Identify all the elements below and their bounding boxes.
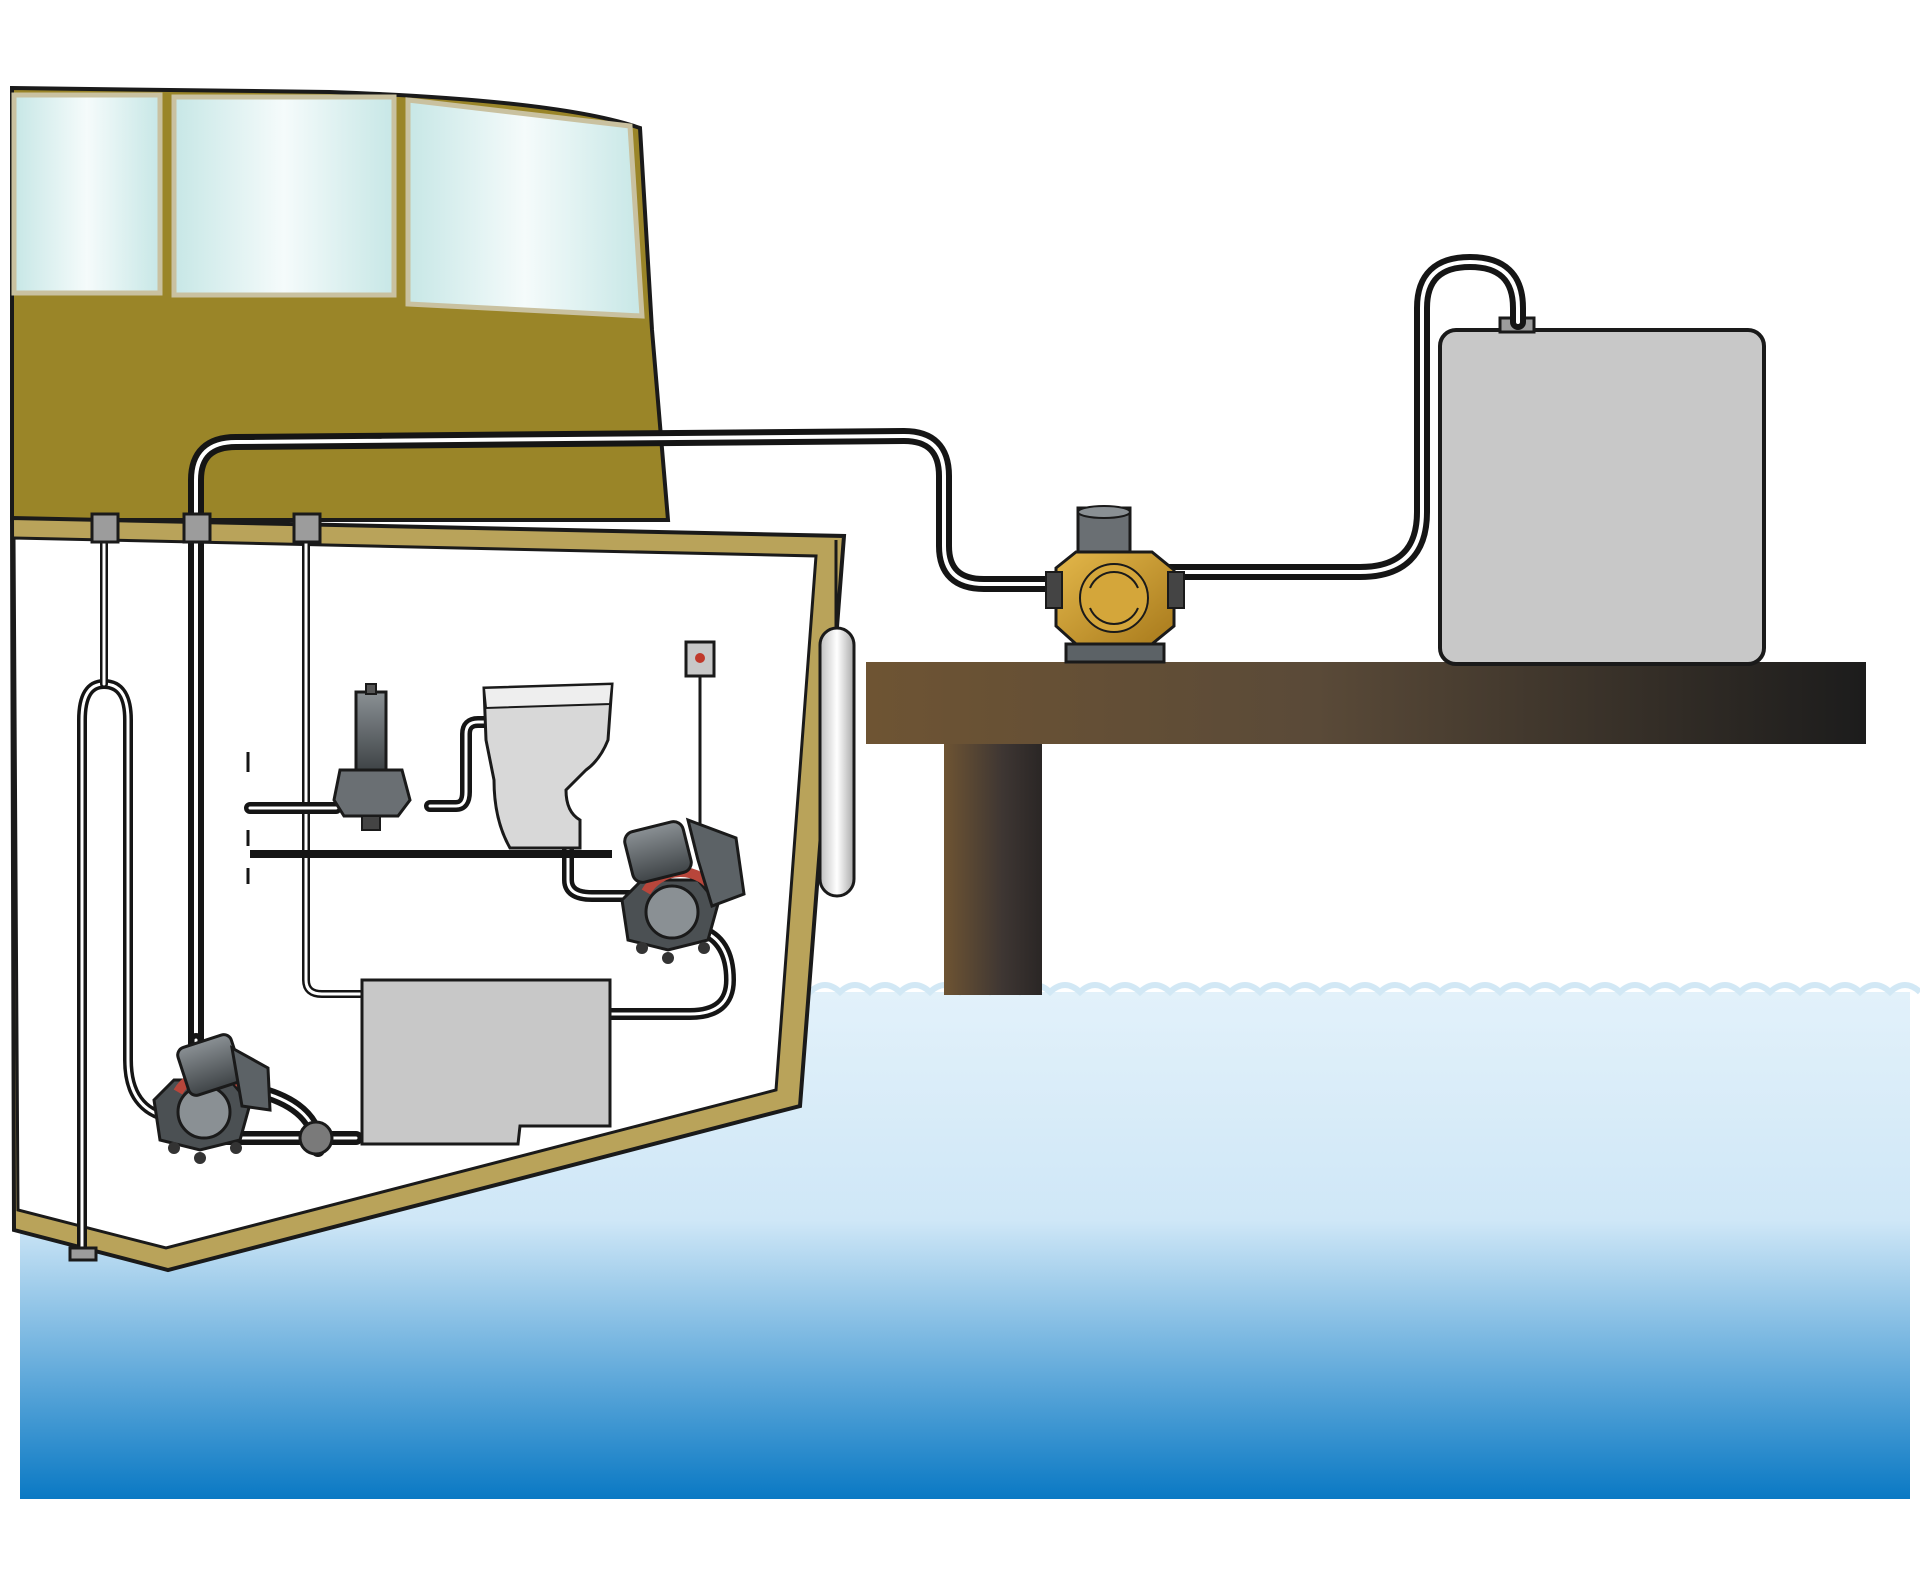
- shelf: [246, 752, 612, 884]
- fender-body: [818, 626, 856, 898]
- y-valve: [298, 1120, 334, 1156]
- power-icon: [684, 640, 716, 830]
- cabin-window-3: [405, 97, 645, 319]
- hose-vent-line: [302, 526, 364, 998]
- gear-icon: [620, 817, 746, 964]
- hose-boat-to-deck-pump: [188, 428, 1078, 1058]
- boat-cabin: [10, 85, 671, 522]
- holding-tank: [360, 978, 612, 1146]
- hose-toilet-intake: [244, 716, 498, 814]
- hose-macerator-to-holding-tank: [604, 924, 736, 1020]
- hose-left-loop: [77, 679, 175, 1255]
- gear-icon: [152, 1033, 272, 1164]
- deck-fitting-1: [90, 512, 120, 544]
- dock-deck: [866, 662, 1866, 744]
- fender: [818, 540, 856, 898]
- dock: [866, 662, 1866, 995]
- dock-piling: [944, 740, 1042, 995]
- deck-fittings: [68, 512, 322, 1262]
- inline-filter: [332, 683, 412, 831]
- thru-hull-fitting: [68, 1246, 98, 1262]
- gear-icon: [1045, 505, 1185, 664]
- hose-deck-to-shore-tank: [1112, 254, 1526, 580]
- toilet-icon: [482, 682, 614, 850]
- deck-fitting-3: [292, 512, 322, 544]
- hose-toilet-to-macerator: [562, 844, 656, 902]
- cabin-window-1: [11, 92, 163, 296]
- deck-fitting-2: [182, 512, 212, 544]
- cabin-window-2: [171, 94, 397, 298]
- shore-tank-body: [1438, 328, 1766, 666]
- shore-waste-tank: [1438, 316, 1766, 666]
